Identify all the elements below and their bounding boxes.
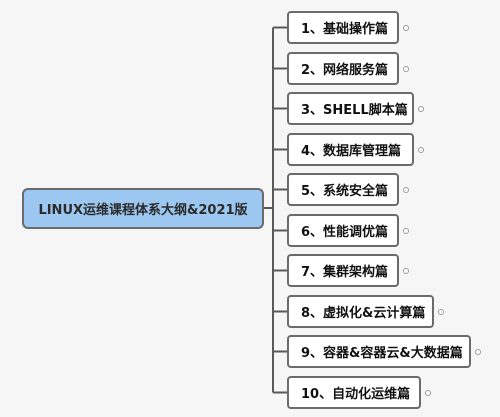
subtopic-label: 10、自动化运维篇 — [301, 387, 411, 402]
subtopic-label: 5、系统安全篇 — [301, 184, 389, 199]
subtopic-label: 7、集群架构篇 — [301, 265, 389, 280]
subtopic-label: 2、网络服务篇 — [301, 63, 389, 78]
subtopic-node[interactable]: 9、容器&容器云&大数据篇 — [287, 335, 471, 368]
collapse-toggle-icon[interactable] — [403, 24, 409, 31]
subtopic-node[interactable]: 2、网络服务篇 — [287, 52, 399, 85]
subtopic-label: 4、数据库管理篇 — [301, 144, 402, 159]
subtopic-node[interactable]: 4、数据库管理篇 — [287, 133, 414, 166]
subtopic-node[interactable]: 3、SHELL脚本篇 — [287, 92, 414, 125]
root-topic-label: LINUX运维课程体系大纲&2021版 — [38, 203, 248, 218]
collapse-toggle-icon[interactable] — [403, 65, 409, 72]
collapse-toggle-icon[interactable] — [425, 389, 431, 396]
subtopic-node[interactable]: 6、性能调优篇 — [287, 214, 399, 247]
collapse-toggle-icon[interactable] — [475, 348, 481, 355]
subtopic-label: 9、容器&容器云&大数据篇 — [301, 346, 463, 361]
subtopic-node[interactable]: 10、自动化运维篇 — [287, 376, 421, 409]
collapse-toggle-icon[interactable] — [438, 308, 444, 315]
subtopic-label: 6、性能调优篇 — [301, 225, 389, 240]
subtopic-label: 8、虚拟化&云计算篇 — [301, 306, 426, 321]
subtopic-label: 1、基础操作篇 — [301, 22, 389, 37]
subtopic-node[interactable]: 8、虚拟化&云计算篇 — [287, 295, 434, 328]
collapse-toggle-icon[interactable] — [403, 186, 409, 193]
collapse-toggle-icon[interactable] — [403, 267, 409, 274]
root-topic[interactable]: LINUX运维课程体系大纲&2021版 — [22, 188, 264, 229]
subtopic-label: 3、SHELL脚本篇 — [301, 103, 408, 118]
subtopic-node[interactable]: 1、基础操作篇 — [287, 11, 399, 44]
collapse-toggle-icon[interactable] — [418, 105, 424, 112]
collapse-toggle-icon[interactable] — [418, 146, 424, 153]
collapse-toggle-icon[interactable] — [403, 227, 409, 234]
subtopic-node[interactable]: 5、系统安全篇 — [287, 173, 399, 206]
subtopic-node[interactable]: 7、集群架构篇 — [287, 254, 399, 287]
